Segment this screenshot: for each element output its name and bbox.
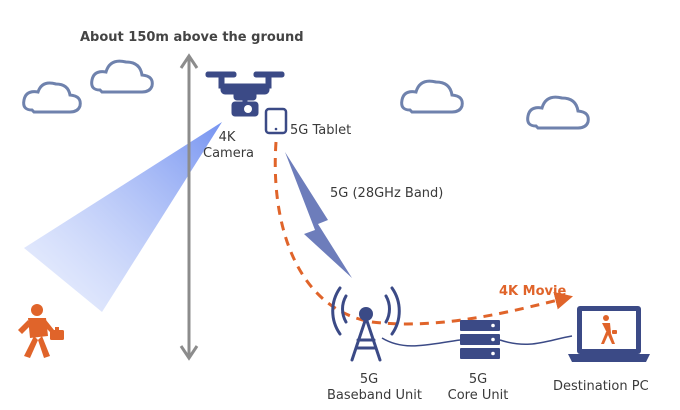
camera-view-cone: [24, 122, 222, 312]
cloud-icon: [22, 81, 82, 114]
cloud-icon: [90, 59, 154, 94]
altitude-label: About 150m above the ground: [80, 30, 304, 45]
camera-label-line2: Camera: [203, 146, 255, 161]
core-label-line1: 5G: [468, 372, 488, 387]
cloud-icon: [526, 95, 590, 130]
cloud-icon: [400, 79, 464, 114]
antenna-tower-icon: [331, 286, 401, 362]
destination-pc-label: Destination PC: [553, 379, 649, 394]
baseband-label-line1: 5G: [359, 372, 379, 387]
drone-icon: [205, 71, 285, 117]
core-label-line2: Core Unit: [447, 388, 509, 403]
camera-label: 4K Camera: [203, 130, 255, 162]
movie-label: 4K Movie: [499, 284, 567, 299]
server-rack-icon: [460, 320, 500, 359]
altitude-axis: [179, 53, 199, 361]
baseband-unit-label: 5G Baseband Unit: [327, 372, 422, 404]
person-icon: [601, 315, 617, 344]
person-icon: [18, 304, 64, 358]
network-cable: [499, 335, 573, 346]
wireless-band-label: 5G (28GHz Band): [330, 186, 444, 201]
network-cable: [381, 337, 461, 347]
tablet-label: 5G Tablet: [290, 123, 352, 138]
data-flow-arrow: [273, 141, 573, 326]
baseband-label-line2: Baseband Unit: [327, 388, 422, 403]
camera-label-line1: 4K: [218, 130, 236, 145]
tablet-icon: [264, 107, 288, 135]
core-unit-label: 5G Core Unit: [436, 372, 520, 404]
antenna-core: [359, 307, 373, 321]
lightning-icon: [285, 152, 352, 278]
